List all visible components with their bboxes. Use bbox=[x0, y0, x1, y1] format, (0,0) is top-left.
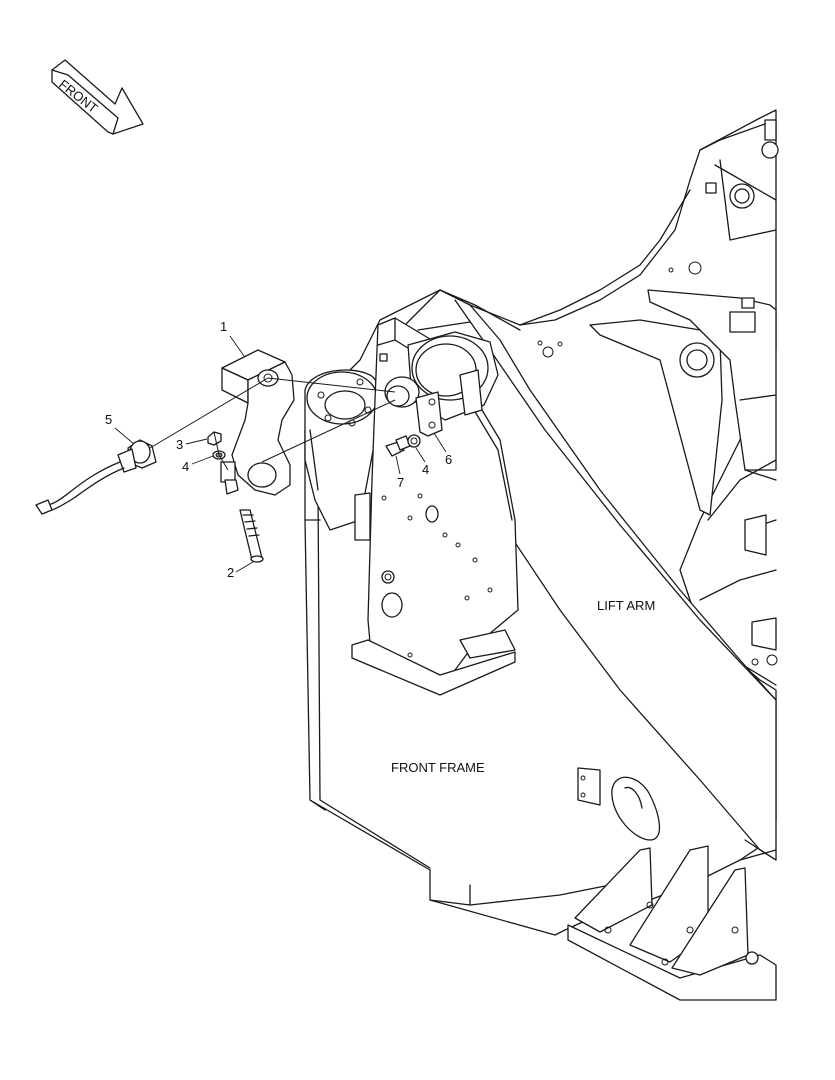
callout-7: 7 bbox=[395, 455, 404, 490]
pivot-pin bbox=[384, 321, 499, 421]
svg-text:5: 5 bbox=[105, 412, 112, 427]
svg-text:4: 4 bbox=[182, 459, 189, 474]
callout-1: 1 bbox=[220, 319, 245, 357]
svg-text:7: 7 bbox=[397, 475, 404, 490]
part-6-plate bbox=[415, 391, 443, 437]
svg-text:6: 6 bbox=[445, 452, 452, 467]
part-5-sensor bbox=[35, 439, 157, 515]
callout-4-left: 4 bbox=[182, 455, 214, 474]
callout-6: 6 bbox=[433, 432, 452, 467]
svg-text:2: 2 bbox=[227, 565, 234, 580]
part-7-bolt bbox=[385, 434, 421, 457]
callout-4-right: 4 bbox=[415, 447, 429, 477]
assembly-lines bbox=[149, 377, 396, 471]
svg-text:1: 1 bbox=[220, 319, 227, 334]
pivot-boss bbox=[304, 369, 381, 541]
svg-text:4: 4 bbox=[422, 462, 429, 477]
callout-2: 2 bbox=[227, 561, 254, 580]
front-frame-label: FRONT FRAME bbox=[391, 760, 485, 775]
lift-arm-label: LIFT ARM bbox=[597, 598, 655, 613]
front-arrow: FRONT bbox=[51, 59, 144, 135]
bottom-gusset bbox=[567, 845, 777, 1001]
callout-5: 5 bbox=[105, 412, 135, 445]
part-2-bolt bbox=[220, 461, 264, 563]
callout-3: 3 bbox=[176, 437, 208, 452]
svg-text:3: 3 bbox=[176, 437, 183, 452]
